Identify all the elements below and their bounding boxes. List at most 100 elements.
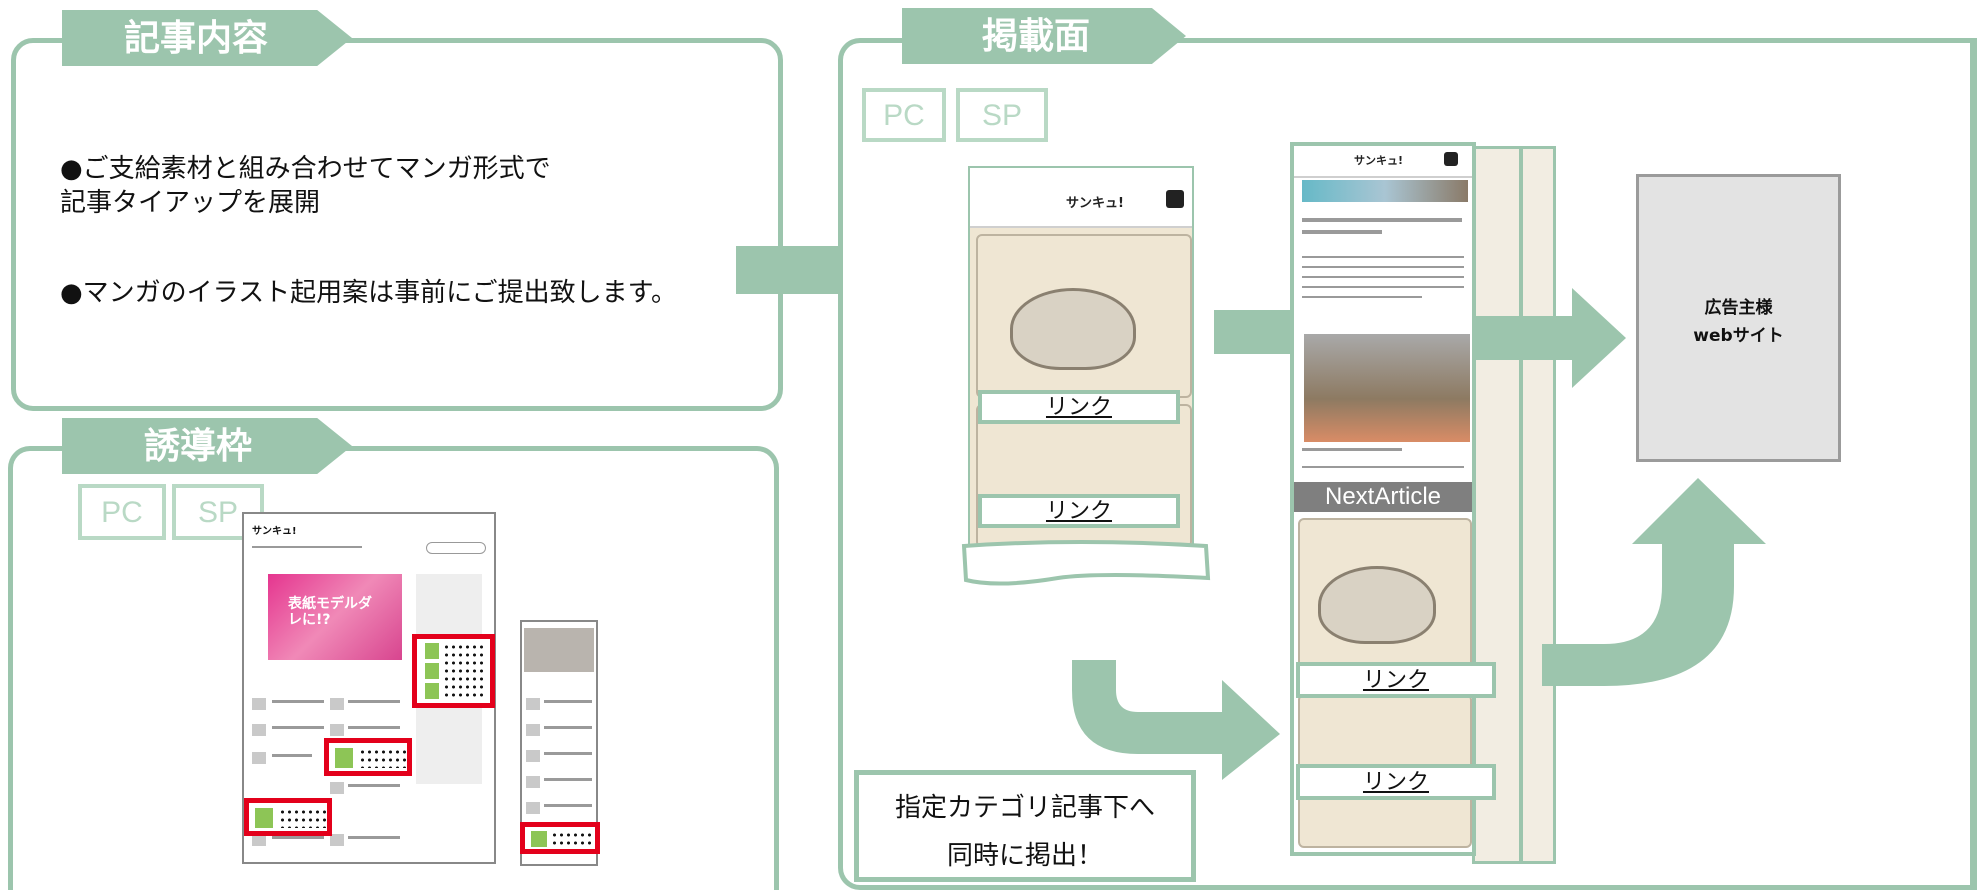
guide-slot-pc-sidebar[interactable] (412, 634, 495, 708)
placement-panel-edge (1970, 38, 1977, 890)
link-label: リンク (1045, 499, 1112, 524)
advertiser-site-box: 広告主様 webサイト (1636, 174, 1841, 462)
manga-pot (1010, 288, 1136, 370)
guide-pc-text (348, 784, 400, 787)
guide-sp-label: SP (197, 496, 239, 529)
sp-stack-body (1302, 256, 1464, 258)
guide-pc-text (272, 754, 312, 757)
slot-image (255, 808, 273, 828)
guide-pc-thumb (330, 698, 344, 710)
sp-stack-title (1302, 218, 1462, 222)
sp-stack-body (1302, 296, 1422, 298)
placement-pc-button[interactable]: PC (862, 88, 946, 142)
guide-pc-banner-text: 表紙モデルダレに!? (288, 596, 372, 628)
sp-stack-title (1302, 230, 1382, 234)
arrow-curve-icon (1542, 478, 1766, 686)
next-article-label: NextArticle (1294, 482, 1472, 512)
article-tab-label: 記事内容 (124, 18, 269, 59)
link-label: リンク (1362, 668, 1429, 693)
slot-image (425, 643, 439, 659)
guide-pc-thumb (330, 834, 344, 846)
sp-stack-body (1302, 266, 1464, 268)
guide-sp-text (544, 804, 592, 807)
sp-stack-body (1302, 276, 1464, 278)
guide-pc-nav (252, 546, 362, 548)
sp-stack-caption (1302, 448, 1402, 451)
guide-sp-thumb (526, 750, 540, 762)
guide-pc-text (272, 726, 324, 729)
guide-pc-thumb (330, 724, 344, 736)
placement-sp-button[interactable]: SP (956, 88, 1048, 142)
sp-stack-back-1 (1472, 146, 1522, 864)
guide-sp-text (544, 700, 592, 703)
guide-pc-label: PC (101, 496, 143, 529)
sp-stack-link-2[interactable]: リンク (1296, 764, 1496, 800)
sp-article-logo: サンキュ! (1066, 196, 1124, 211)
guide-pc-text (348, 700, 400, 703)
guide-pc-logo: サンキュ! (252, 526, 297, 537)
article-bullet-1-line-2: 記事タイアップを展開 (60, 188, 321, 218)
callout-line-1: 指定カテゴリ記事下へ (894, 793, 1155, 823)
torn-page-edge (961, 540, 1211, 586)
guide-sp-text (544, 752, 592, 755)
guide-pc-thumb (252, 752, 266, 764)
callout-line-2: 同時に掲出！ (946, 841, 1103, 871)
guide-tab: 誘導枠 (62, 418, 352, 474)
search-icon[interactable] (1166, 190, 1184, 208)
link-label: リンク (1362, 770, 1429, 795)
guide-pc-text (348, 726, 400, 729)
article-bullet-2: ●マンガのイラスト起用案は事前にご提出致します。 (60, 278, 678, 308)
guide-sp-thumb (526, 698, 540, 710)
sp-article-stack: サンキュ! NextArticle (1290, 142, 1476, 856)
guide-pc-banner: 表紙モデルダレに!? (268, 574, 402, 660)
guide-sp-thumb (526, 724, 540, 736)
guide-slot-pc-mid[interactable] (324, 738, 412, 776)
slot-image (335, 748, 353, 768)
link-label: リンク (1045, 395, 1112, 420)
sp-stack-logo: サンキュ! (1354, 154, 1404, 167)
guide-pc-search (426, 542, 486, 554)
guide-pc-thumb (252, 724, 266, 736)
guide-pc-thumb (252, 834, 266, 846)
sp-article-header: サンキュ! (970, 168, 1192, 228)
sp-stack-header: サンキュ! (1294, 146, 1472, 178)
guide-pc-text (348, 836, 400, 839)
connector-bar (1214, 310, 1294, 354)
sp-stack-link-1[interactable]: リンク (1296, 662, 1496, 698)
slot-image (531, 831, 547, 847)
article-panel (11, 38, 783, 411)
manga-pot (1318, 566, 1436, 644)
guide-sp-thumb (526, 776, 540, 788)
sp-article-mockup: サンキュ! (968, 166, 1194, 548)
slot-image (425, 663, 439, 679)
guide-sp-text (544, 726, 592, 729)
sp-stack-photo (1304, 334, 1470, 442)
sp-stack-body (1302, 286, 1464, 288)
placement-sp-label: SP (981, 99, 1023, 132)
sp-article-link-1[interactable]: リンク (978, 390, 1180, 424)
guide-pc-thumb (252, 698, 266, 710)
guide-pc-thumb (330, 782, 344, 794)
advertiser-line-2: webサイト (1693, 326, 1784, 346)
slot-dots (359, 748, 407, 768)
guide-tab-label: 誘導枠 (144, 426, 253, 467)
slot-image (425, 683, 439, 699)
placement-tab-label: 掲載面 (982, 16, 1091, 57)
article-bullet-1-line-1: ●ご支給素材と組み合わせてマンガ形式で (60, 154, 551, 184)
guide-sp-thumb (526, 802, 540, 814)
guide-slot-pc-bottom[interactable] (244, 798, 332, 836)
sp-stack-body (1302, 466, 1464, 468)
slot-dots (443, 643, 487, 699)
sp-article-link-2[interactable]: リンク (978, 494, 1180, 528)
arrow-right-icon (1476, 288, 1626, 388)
slot-dots (279, 808, 327, 828)
guide-slot-sp[interactable] (520, 822, 600, 854)
guide-pc-button[interactable]: PC (78, 484, 166, 540)
slot-dots (551, 831, 593, 845)
search-icon[interactable] (1444, 152, 1458, 166)
guide-sp-text (544, 778, 592, 781)
sp-stack-banner (1302, 180, 1468, 202)
article-tab: 記事内容 (62, 10, 352, 66)
placement-pc-label: PC (883, 99, 925, 132)
placement-callout: 指定カテゴリ記事下へ 同時に掲出！ (854, 770, 1196, 882)
